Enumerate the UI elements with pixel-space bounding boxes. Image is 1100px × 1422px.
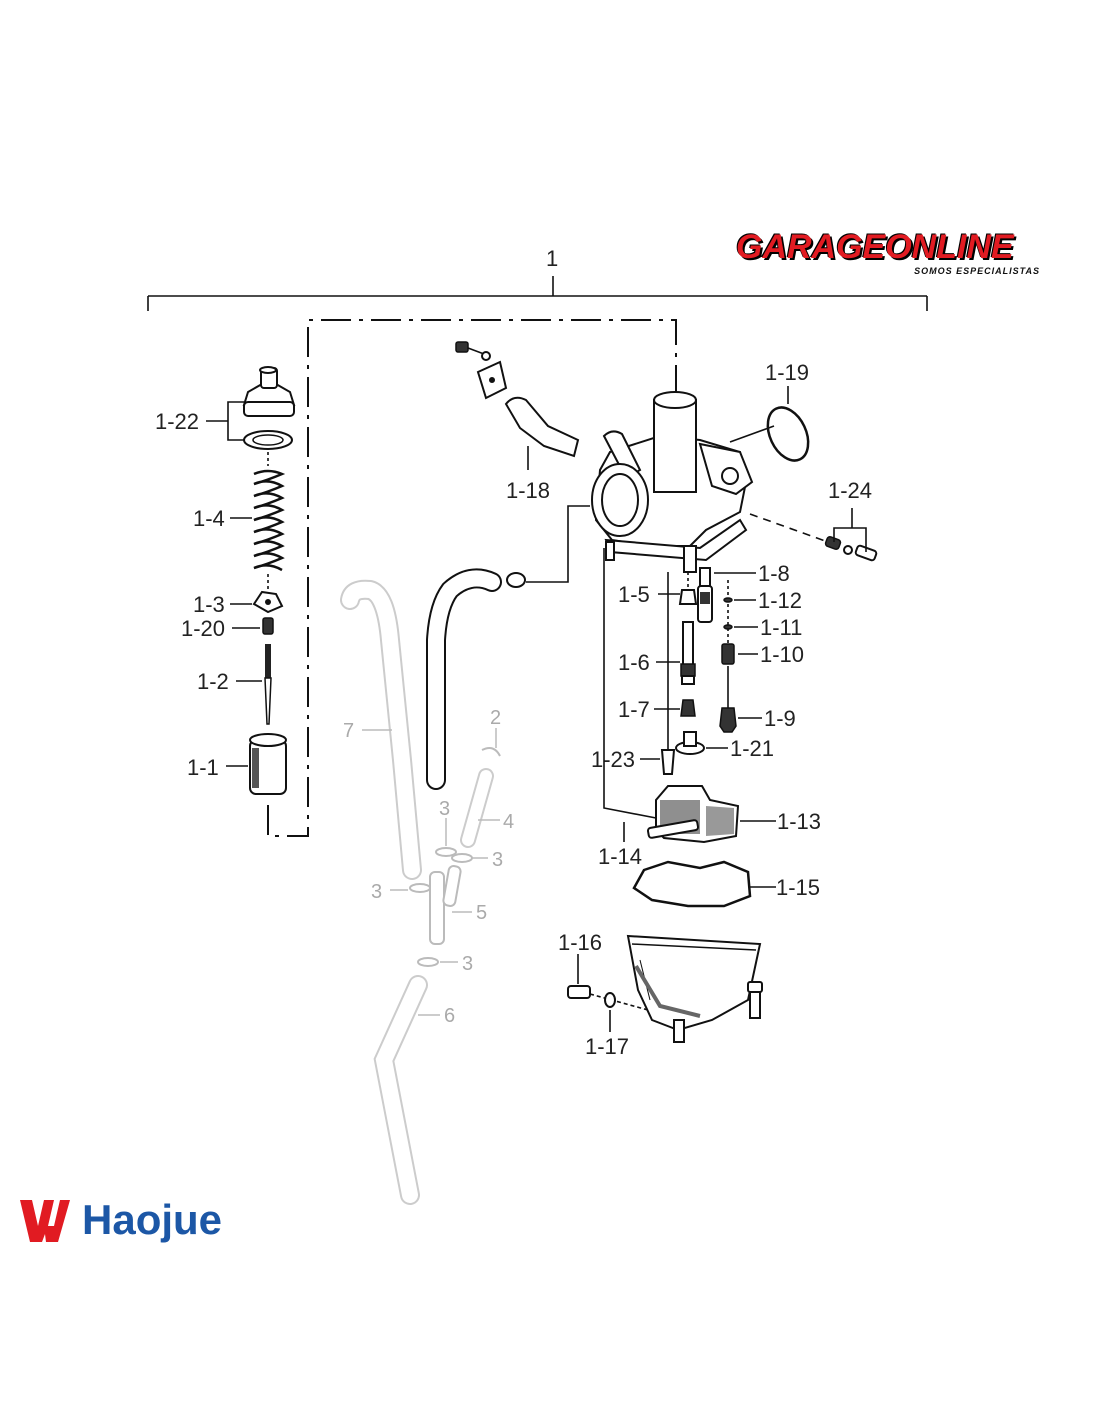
assembly-bracket — [147, 276, 928, 311]
label-2: 2 — [490, 707, 501, 729]
pilot-screw-1-24 — [824, 536, 878, 562]
washer-1-21 — [675, 731, 705, 755]
label-1-10: 1-10 — [760, 642, 804, 667]
hose-clip — [506, 572, 526, 588]
label-1-6: 1-6 — [618, 650, 650, 675]
haojue-logo: Haojue — [18, 1194, 308, 1246]
label-1-19: 1-19 — [765, 360, 809, 385]
label-assembly: 1 — [546, 246, 558, 271]
label-1-18: 1-18 — [506, 478, 550, 503]
bowl-screw — [747, 981, 763, 1019]
slide-top-cap — [242, 366, 296, 417]
garageonline-logo: GARAGEONLINE SOMOS ESPECIALISTAS — [736, 228, 1048, 282]
hose-4 — [460, 768, 494, 848]
grouping-dashed-frame — [267, 319, 677, 837]
label-1-23: 1-23 — [591, 747, 635, 772]
label-3c: 3 — [371, 881, 382, 903]
label-1-14: 1-14 — [598, 844, 642, 869]
o-ring-1-19 — [766, 406, 810, 462]
label-1-12: 1-12 — [758, 588, 802, 613]
drain-hose-6 — [373, 975, 428, 1205]
throttle-slide — [249, 733, 287, 795]
float-1-13 — [646, 785, 740, 844]
cable-bracket — [476, 360, 580, 458]
garageonline-tagline: SOMOS ESPECIALISTAS — [914, 266, 1040, 276]
o-ring-1-17 — [604, 992, 616, 1008]
starter-plunger-1-8 — [697, 567, 713, 623]
label-1-3: 1-3 — [193, 592, 225, 617]
label-5: 5 — [476, 902, 487, 924]
label-1-24: 1-24 — [828, 478, 872, 503]
label-3d: 3 — [462, 953, 473, 975]
label-1-13: 1-13 — [777, 809, 821, 834]
carburetor-body — [591, 391, 754, 573]
label-1-5: 1-5 — [618, 582, 650, 607]
t-joint-5 — [429, 865, 462, 945]
screw-1-18 — [455, 341, 491, 361]
label-1-9: 1-9 — [764, 706, 796, 731]
label-3a: 3 — [439, 798, 450, 820]
needle-retainer — [252, 590, 284, 614]
throttle-spring — [253, 469, 286, 572]
label-4: 4 — [503, 811, 514, 833]
label-1-16: 1-16 — [558, 930, 602, 955]
float-bowl — [626, 934, 762, 1043]
hose-clips-3 — [409, 847, 473, 967]
haojue-name: Haojue — [82, 1196, 223, 1243]
main-jet-1-7 — [680, 699, 696, 717]
starter-valve-1-9 — [719, 666, 737, 733]
needle-jet-holder-1-5 — [678, 589, 698, 605]
label-1-21: 1-21 — [730, 736, 774, 761]
label-1-2: 1-2 — [197, 669, 229, 694]
label-1-15: 1-15 — [776, 875, 820, 900]
label-1-1: 1-1 — [187, 755, 219, 780]
label-1-17: 1-17 — [585, 1034, 629, 1059]
label-1-4: 1-4 — [193, 506, 225, 531]
vent-hose — [426, 568, 502, 790]
label-1-11: 1-11 — [760, 615, 802, 640]
needle-clip — [262, 617, 274, 635]
garageonline-name: GARAGEONLINE — [736, 228, 1014, 266]
label-1-7: 1-7 — [618, 697, 650, 722]
label-1-20: 1-20 — [181, 616, 225, 641]
clip-2 — [481, 747, 501, 757]
label-3b: 3 — [492, 849, 503, 871]
label-6: 6 — [444, 1005, 455, 1027]
float-bowl-gasket-1-15 — [632, 860, 752, 908]
label-1-8: 1-8 — [758, 561, 790, 586]
label-7: 7 — [343, 720, 354, 742]
spring-1-10 — [721, 643, 735, 665]
overflow-hose-7 — [340, 579, 422, 880]
label-1-22: 1-22 — [155, 409, 199, 434]
drain-screw-1-16 — [567, 985, 591, 999]
haojue-mark-icon — [20, 1200, 70, 1242]
main-jet-holder-1-6 — [680, 621, 696, 685]
jet-needle — [264, 644, 272, 725]
pilot-jet-1-23 — [660, 749, 676, 775]
